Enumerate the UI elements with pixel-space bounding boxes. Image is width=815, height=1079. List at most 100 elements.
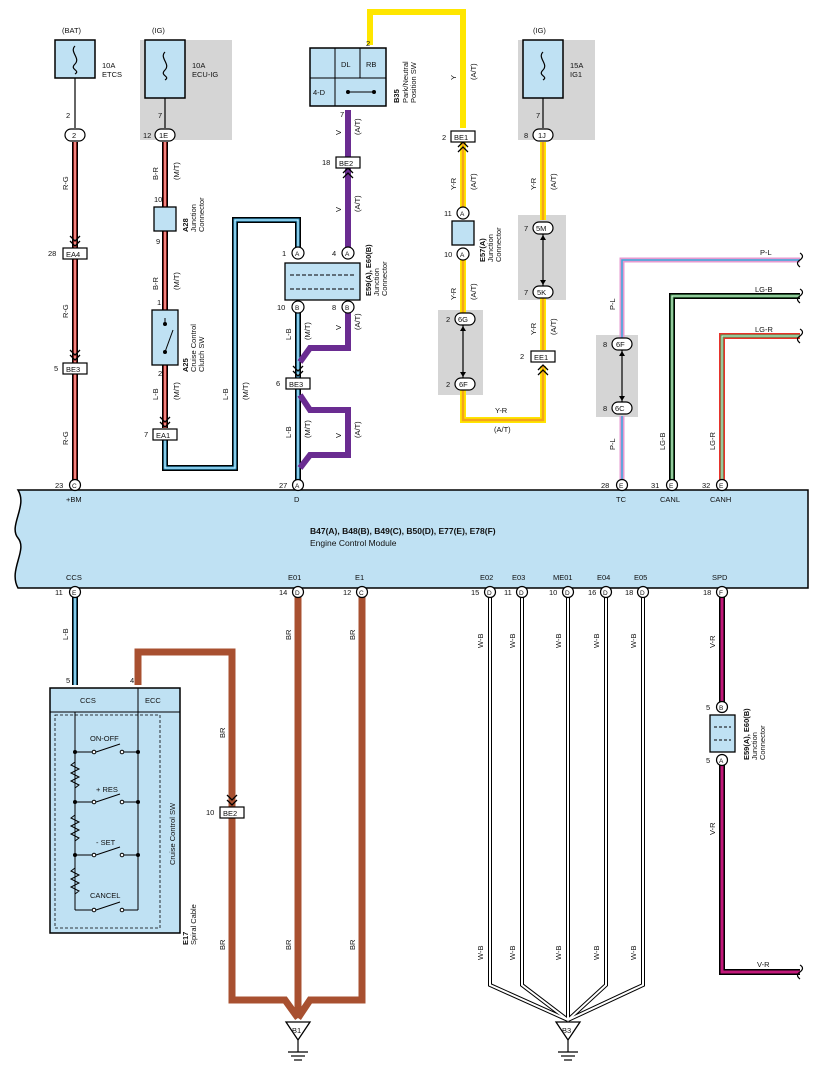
svg-text:6F: 6F [616, 340, 625, 349]
svg-text:5: 5 [706, 756, 710, 765]
svg-text:(A/T): (A/T) [549, 173, 558, 190]
component-a28: 10 9 A28 Junction Connector [153, 195, 206, 246]
wire-y [367, 9, 466, 128]
fuse-bat: (BAT) 10A ETCS 2 [54, 26, 122, 128]
fuse-ig-group: (IG) [152, 26, 165, 35]
wire-end-marks [796, 252, 804, 980]
svg-text:5K: 5K [537, 288, 546, 297]
pill-connectors: 2 12 1E 8 1J 7 5M 7 5K 2 6G 2 6F 8 6F [64, 128, 633, 415]
svg-text:Position SW: Position SW [409, 61, 418, 103]
svg-text:(M/T): (M/T) [172, 272, 181, 290]
svg-text:L-B: L-B [221, 388, 230, 400]
svg-text:BR: BR [348, 939, 357, 950]
svg-text:2: 2 [446, 315, 450, 324]
svg-text:10: 10 [206, 808, 214, 817]
svg-text:(M/T): (M/T) [241, 382, 250, 400]
svg-text:31: 31 [651, 481, 659, 490]
svg-text:D: D [640, 590, 645, 597]
svg-text:CANL: CANL [660, 495, 680, 504]
svg-text:11: 11 [504, 588, 512, 597]
svg-text:4: 4 [332, 249, 336, 258]
fuse-ig-ecu: (IG) 10A ECU-IG 7 [144, 26, 218, 128]
svg-text:8: 8 [603, 404, 607, 413]
svg-text:CCS: CCS [80, 696, 96, 705]
wire-labels: R-G R-G R-G B-R (M/T) B-R (M/T) L-B (M/T… [61, 63, 774, 969]
svg-text:Park/Neutral: Park/Neutral [401, 61, 410, 103]
svg-text:B: B [295, 305, 299, 312]
svg-text:(IG): (IG) [533, 26, 546, 35]
svg-text:W-B: W-B [508, 946, 517, 960]
svg-text:D: D [487, 590, 492, 597]
svg-text:A: A [345, 251, 350, 258]
svg-text:11: 11 [55, 588, 63, 597]
svg-text:(A/T): (A/T) [494, 425, 511, 434]
svg-text:A: A [460, 252, 465, 259]
svg-text:IG1: IG1 [570, 70, 582, 79]
svg-text:(A/T): (A/T) [469, 283, 478, 300]
svg-text:B-R: B-R [151, 167, 160, 181]
svg-text:Junction: Junction [750, 732, 759, 760]
svg-text:W-B: W-B [592, 946, 601, 960]
svg-text:W-B: W-B [508, 634, 517, 648]
component-e17: 5 4 CCS ECC [49, 676, 198, 945]
svg-text:(M/T): (M/T) [303, 322, 312, 340]
svg-text:Connector: Connector [494, 227, 503, 262]
svg-text:SPD: SPD [712, 573, 728, 582]
svg-text:A: A [460, 211, 465, 218]
fuse-ig1: (IG) 15A IG1 7 [522, 26, 583, 128]
svg-text:F: F [719, 590, 723, 597]
svg-text:7: 7 [524, 224, 528, 233]
svg-text:A: A [295, 483, 300, 490]
svg-text:W-B: W-B [554, 634, 563, 648]
svg-text:+BM: +BM [66, 495, 82, 504]
fuse-bat-group: (BAT) [62, 26, 82, 35]
svg-text:LG-B: LG-B [658, 432, 667, 450]
svg-text:10: 10 [444, 250, 452, 259]
component-e57: 11 A 10 A E57(A) Junction Connector [444, 206, 503, 262]
svg-text:14: 14 [279, 588, 287, 597]
svg-text:EA4: EA4 [66, 250, 80, 259]
svg-text:7: 7 [144, 430, 148, 439]
svg-text:BR: BR [284, 629, 293, 640]
svg-text:A: A [295, 251, 300, 258]
svg-text:1: 1 [157, 298, 161, 307]
svg-text:Junction: Junction [372, 268, 381, 296]
svg-text:W-B: W-B [629, 634, 638, 648]
svg-text:ME01: ME01 [553, 573, 573, 582]
svg-text:D: D [519, 590, 524, 597]
wire-wb-inner [489, 597, 644, 1021]
ecm-top-pins: 23 C +BM 27 A D 28 E TC 31 E CANL 32 E C… [55, 478, 731, 504]
svg-text:A25: A25 [181, 358, 190, 372]
svg-text:L-B: L-B [151, 388, 160, 400]
svg-text:18: 18 [703, 588, 711, 597]
svg-text:2: 2 [520, 352, 524, 361]
fuse-bat-amp: 10A [102, 61, 115, 70]
svg-text:2: 2 [72, 131, 76, 140]
svg-text:8: 8 [524, 131, 528, 140]
svg-text:6G: 6G [458, 315, 468, 324]
svg-text:4: 4 [130, 676, 134, 685]
svg-text:RB: RB [366, 60, 376, 69]
svg-text:E1: E1 [355, 573, 364, 582]
svg-text:Cruise Control: Cruise Control [189, 324, 198, 372]
svg-text:V-R: V-R [708, 822, 717, 835]
svg-text:E59(A), E60(B): E59(A), E60(B) [364, 244, 373, 296]
svg-text:ON-OFF: ON-OFF [90, 734, 119, 743]
svg-text:Connector: Connector [758, 725, 767, 760]
component-e59-bottom: 5 B 5 A E59(A), E60(B) Junction Connecto… [706, 700, 767, 767]
svg-text:V: V [334, 130, 343, 135]
svg-text:LG-R: LG-R [755, 325, 774, 334]
svg-text:5: 5 [706, 703, 710, 712]
svg-text:E: E [619, 483, 624, 490]
svg-text:10: 10 [549, 588, 557, 597]
svg-text:V-R: V-R [708, 635, 717, 648]
svg-text:W-B: W-B [629, 946, 638, 960]
svg-text:Junction: Junction [486, 234, 495, 262]
svg-text:Spiral Cable: Spiral Cable [189, 904, 198, 945]
svg-text:D: D [294, 495, 300, 504]
svg-text:(A/T): (A/T) [469, 173, 478, 190]
svg-text:D: D [565, 590, 570, 597]
svg-text:W-B: W-B [554, 946, 563, 960]
